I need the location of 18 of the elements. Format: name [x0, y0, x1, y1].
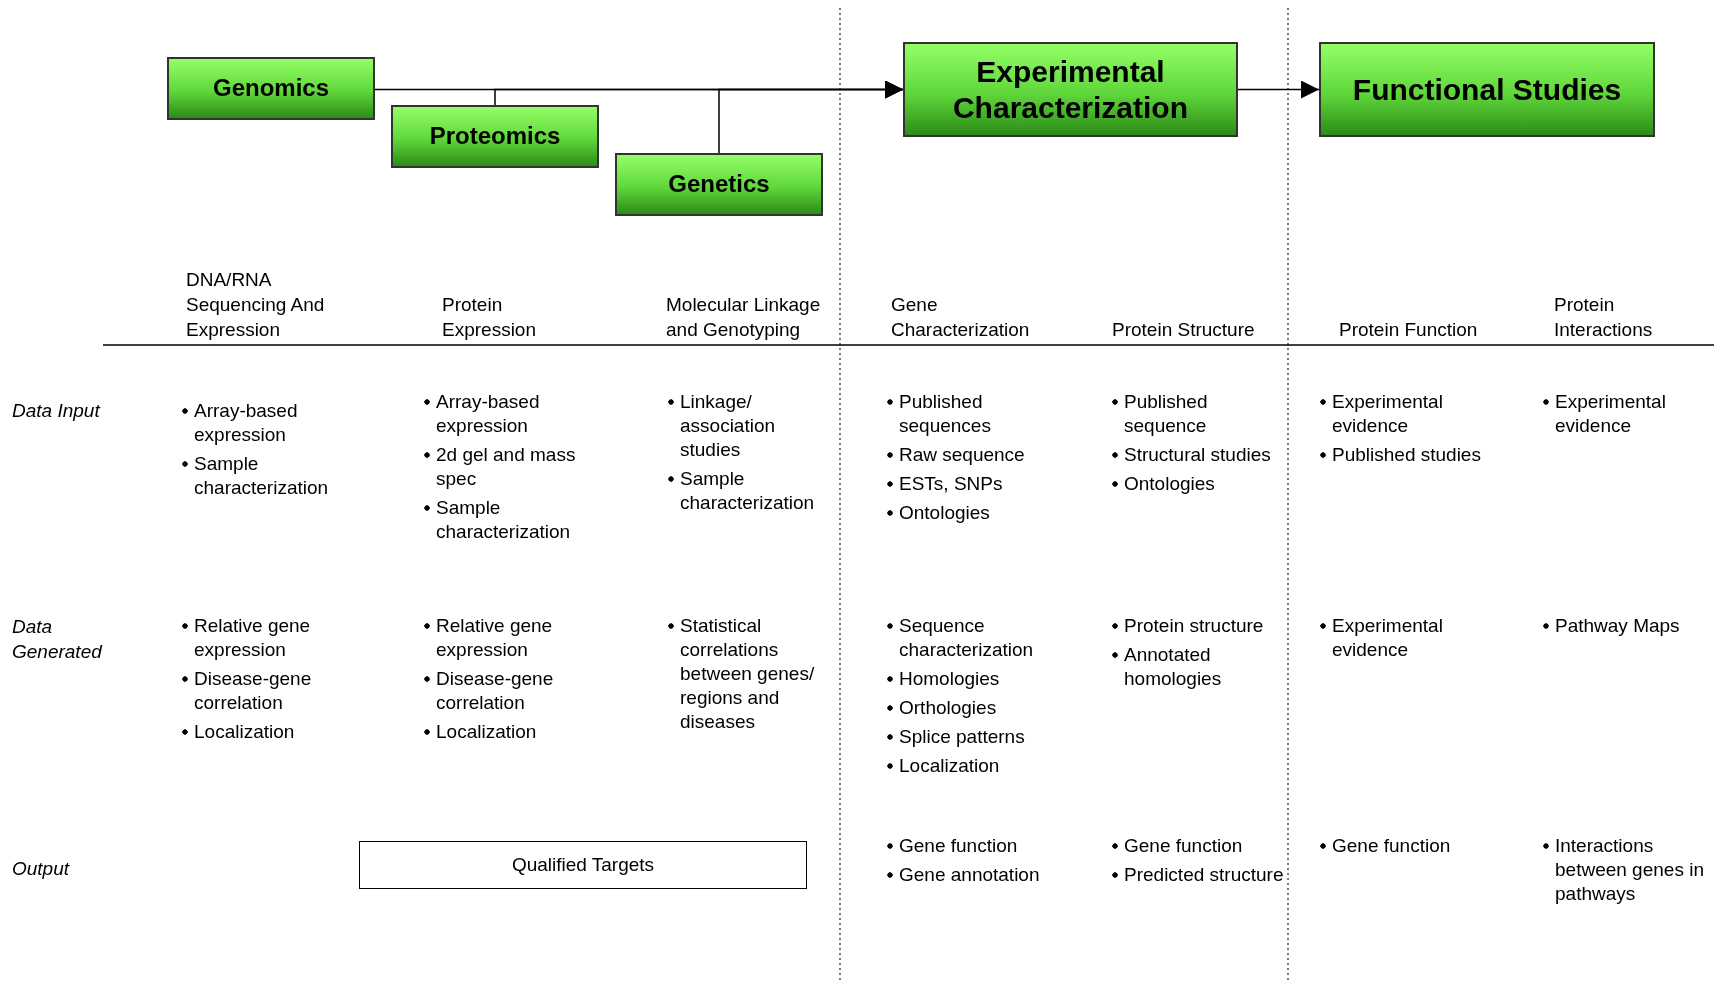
stage-box: Experimental Characterization [903, 42, 1238, 137]
column-heading: Molecular Linkage and Genotyping [666, 293, 822, 342]
column-heading: Protein Function [1339, 318, 1479, 342]
column-heading: DNA/RNA Sequencing And Expression [186, 268, 326, 342]
column-heading: Protein Interactions [1554, 293, 1654, 342]
row-heading: Output [12, 857, 71, 881]
output-box: Qualified Targets [359, 841, 807, 889]
row-heading: Data Input [12, 399, 102, 423]
arrow [718, 80, 904, 154]
column-heading: Protein Structure [1112, 318, 1256, 342]
stage-box: Proteomics [391, 105, 599, 168]
row-heading: Data Generated [12, 615, 104, 664]
stage-box: Genomics [167, 57, 375, 120]
column-heading: Gene Characterization [891, 293, 1031, 342]
arrow [1237, 80, 1320, 99]
column-heading: Protein Expression [442, 293, 537, 342]
stage-box: Functional Studies [1319, 42, 1655, 137]
stage-box: Genetics [615, 153, 823, 216]
